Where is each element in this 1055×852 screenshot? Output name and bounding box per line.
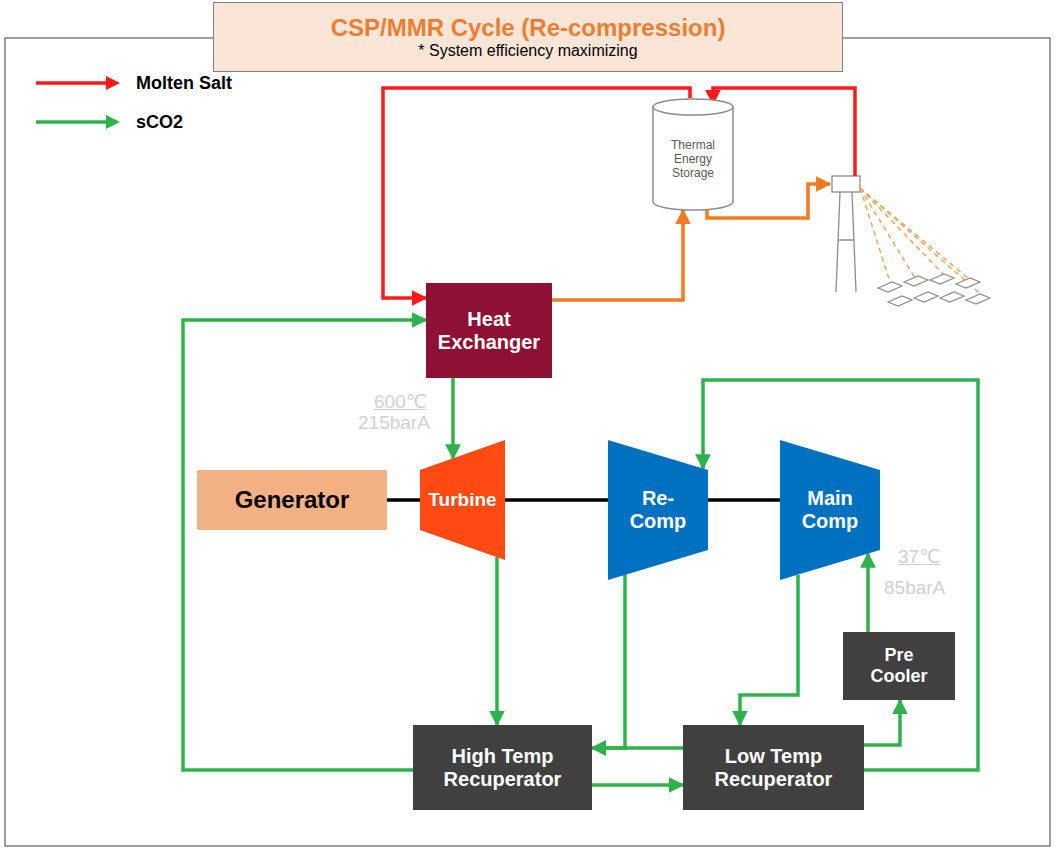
shaft-line <box>505 498 608 502</box>
condition-label: 215barA <box>357 412 431 434</box>
node-label: Low Temp Recuperator <box>690 745 857 791</box>
node-label: Turbine <box>428 489 496 511</box>
compressor-symbol: Re- Comp <box>608 440 708 580</box>
outer-frame <box>5 38 1050 846</box>
recuperator-box: High Temp Recuperator <box>413 725 592 810</box>
node-label: Re- Comp <box>628 487 688 533</box>
condition-label: 37℃ <box>897 545 941 568</box>
title-box: CSP/MMR Cycle (Re-compression)* System e… <box>213 2 843 72</box>
flow-arrow <box>703 380 978 770</box>
turbine-symbol: Turbine <box>420 440 505 560</box>
recuperator-box: Low Temp Recuperator <box>683 725 864 810</box>
sun-rays <box>860 188 985 298</box>
cooler-box: Pre Cooler <box>843 632 955 700</box>
salt-line <box>713 88 855 176</box>
node-label: Heat Exchanger <box>433 308 545 354</box>
heliostats <box>878 274 990 306</box>
solar-tower <box>832 176 860 292</box>
node-label: CSP/MMR Cycle (Re-compression) <box>331 14 726 42</box>
legend-text: Molten Salt <box>136 73 232 94</box>
flow-arrow <box>183 320 426 770</box>
flow-arrow <box>864 700 900 745</box>
legend-line-sample <box>30 72 122 94</box>
node-label: Pre Cooler <box>864 645 934 686</box>
legend-item: sCO2 <box>30 111 183 133</box>
node-label: Main Comp <box>799 487 861 533</box>
flow-arrow <box>552 210 683 300</box>
node-label: Generator <box>235 486 350 514</box>
node-label: High Temp Recuperator <box>420 745 585 791</box>
condition-label: 600℃ <box>373 390 428 413</box>
flow-arrow <box>866 554 870 632</box>
flow-arrow <box>383 88 690 298</box>
flow-arrow <box>592 574 625 748</box>
compressor-symbol: Main Comp <box>780 440 880 580</box>
legend-item: Molten Salt <box>30 72 232 94</box>
condition-label: 85barA <box>883 577 946 599</box>
legend-text: sCO2 <box>136 112 183 133</box>
flow-arrow <box>740 575 798 725</box>
heat-exchanger: Heat Exchanger <box>426 283 552 378</box>
flow-arrow <box>451 378 455 458</box>
shaft-line <box>708 498 780 502</box>
generator-box: Generator <box>197 470 387 530</box>
flow-arrow <box>495 557 499 725</box>
legend-line-sample <box>30 111 122 133</box>
storage-tank: Thermal Energy Storage <box>652 98 734 210</box>
node-label: Thermal Energy Storage <box>658 139 728 180</box>
node-subtitle: * System efficiency maximizing <box>418 42 637 60</box>
flow-arrow <box>592 783 683 787</box>
shaft-line <box>387 498 420 502</box>
